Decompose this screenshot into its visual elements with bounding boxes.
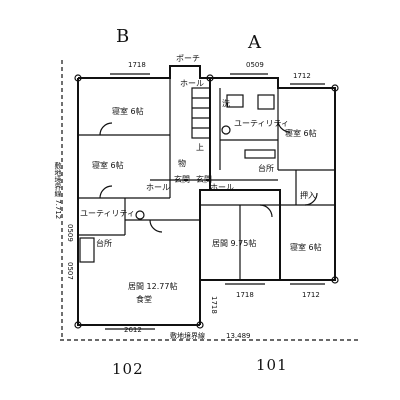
wall-b-right <box>199 78 211 325</box>
room-living-a: 居間 9.75帖 <box>212 239 257 248</box>
room-up: 上 <box>196 143 204 152</box>
dim-top-left: 1718 <box>128 61 146 69</box>
room-dining-b: 食堂 <box>136 295 152 304</box>
dim-boundary-bottom: 敷地境界線 <box>170 332 205 340</box>
room-entrance-left: 玄関 <box>174 175 190 184</box>
bath-fixture <box>226 94 244 108</box>
unit-a-number: 101 <box>256 356 288 374</box>
room-living-b: 居間 12.77帖 <box>128 282 178 291</box>
unit-a-label: A <box>248 32 261 53</box>
stair-core <box>191 87 211 139</box>
dim-top-right: 1712 <box>293 72 311 80</box>
room-kitchen-a: 台所 <box>258 164 274 173</box>
room-utility-top: ユーティリティ <box>234 119 290 128</box>
room-hall-top: ホール <box>180 79 204 88</box>
room-kitchen-b: 台所 <box>96 239 112 248</box>
dim-top-mid: 0509 <box>246 61 264 69</box>
wall-b-left <box>77 78 200 326</box>
unit-b-number: 102 <box>112 360 144 378</box>
dim-left-vertical-b: 0507 <box>66 262 74 280</box>
wash-fixture <box>257 94 275 110</box>
room-bedroom-a-bottom: 寝室 6帖 <box>290 243 322 252</box>
dim-boundary-left: 敷地境界線 7.712 <box>54 162 62 220</box>
room-bedroom-b-mid: 寝室 6帖 <box>92 161 124 170</box>
dim-bottom-left: 2612 <box>124 326 142 334</box>
room-utility-left: ユーティリティ <box>80 209 136 218</box>
toilet-fixture <box>135 210 145 220</box>
wall-a-right-lower <box>200 189 281 280</box>
room-porch: ポーチ <box>176 54 200 63</box>
room-bedroom-b-top: 寝室 6帖 <box>112 107 144 116</box>
unit-b-label: B <box>116 26 130 47</box>
dim-bottom-right: 1712 <box>302 291 320 299</box>
room-bedroom-a-top: 寝室 6帖 <box>285 129 317 138</box>
dim-right-vertical: 1718 <box>210 296 218 314</box>
kitchen-counter-a <box>244 149 276 159</box>
dim-boundary-total: 13.489 <box>226 332 251 340</box>
kitchen-counter-b <box>79 237 95 263</box>
room-washroom-top: 洗 <box>222 99 230 108</box>
room-hall-left: ホール <box>146 183 170 192</box>
room-storage: 物 <box>178 159 186 168</box>
wall-a-bottom <box>200 190 336 281</box>
room-entrance-right: 玄関 <box>196 175 212 184</box>
wall-b-outer <box>78 65 210 79</box>
dim-left-vertical-a: 0509 <box>66 224 74 242</box>
dim-bottom-mid: 1718 <box>236 291 254 299</box>
room-hall-right: ホール <box>210 183 234 192</box>
room-pantry-a: 押入 <box>300 191 316 200</box>
